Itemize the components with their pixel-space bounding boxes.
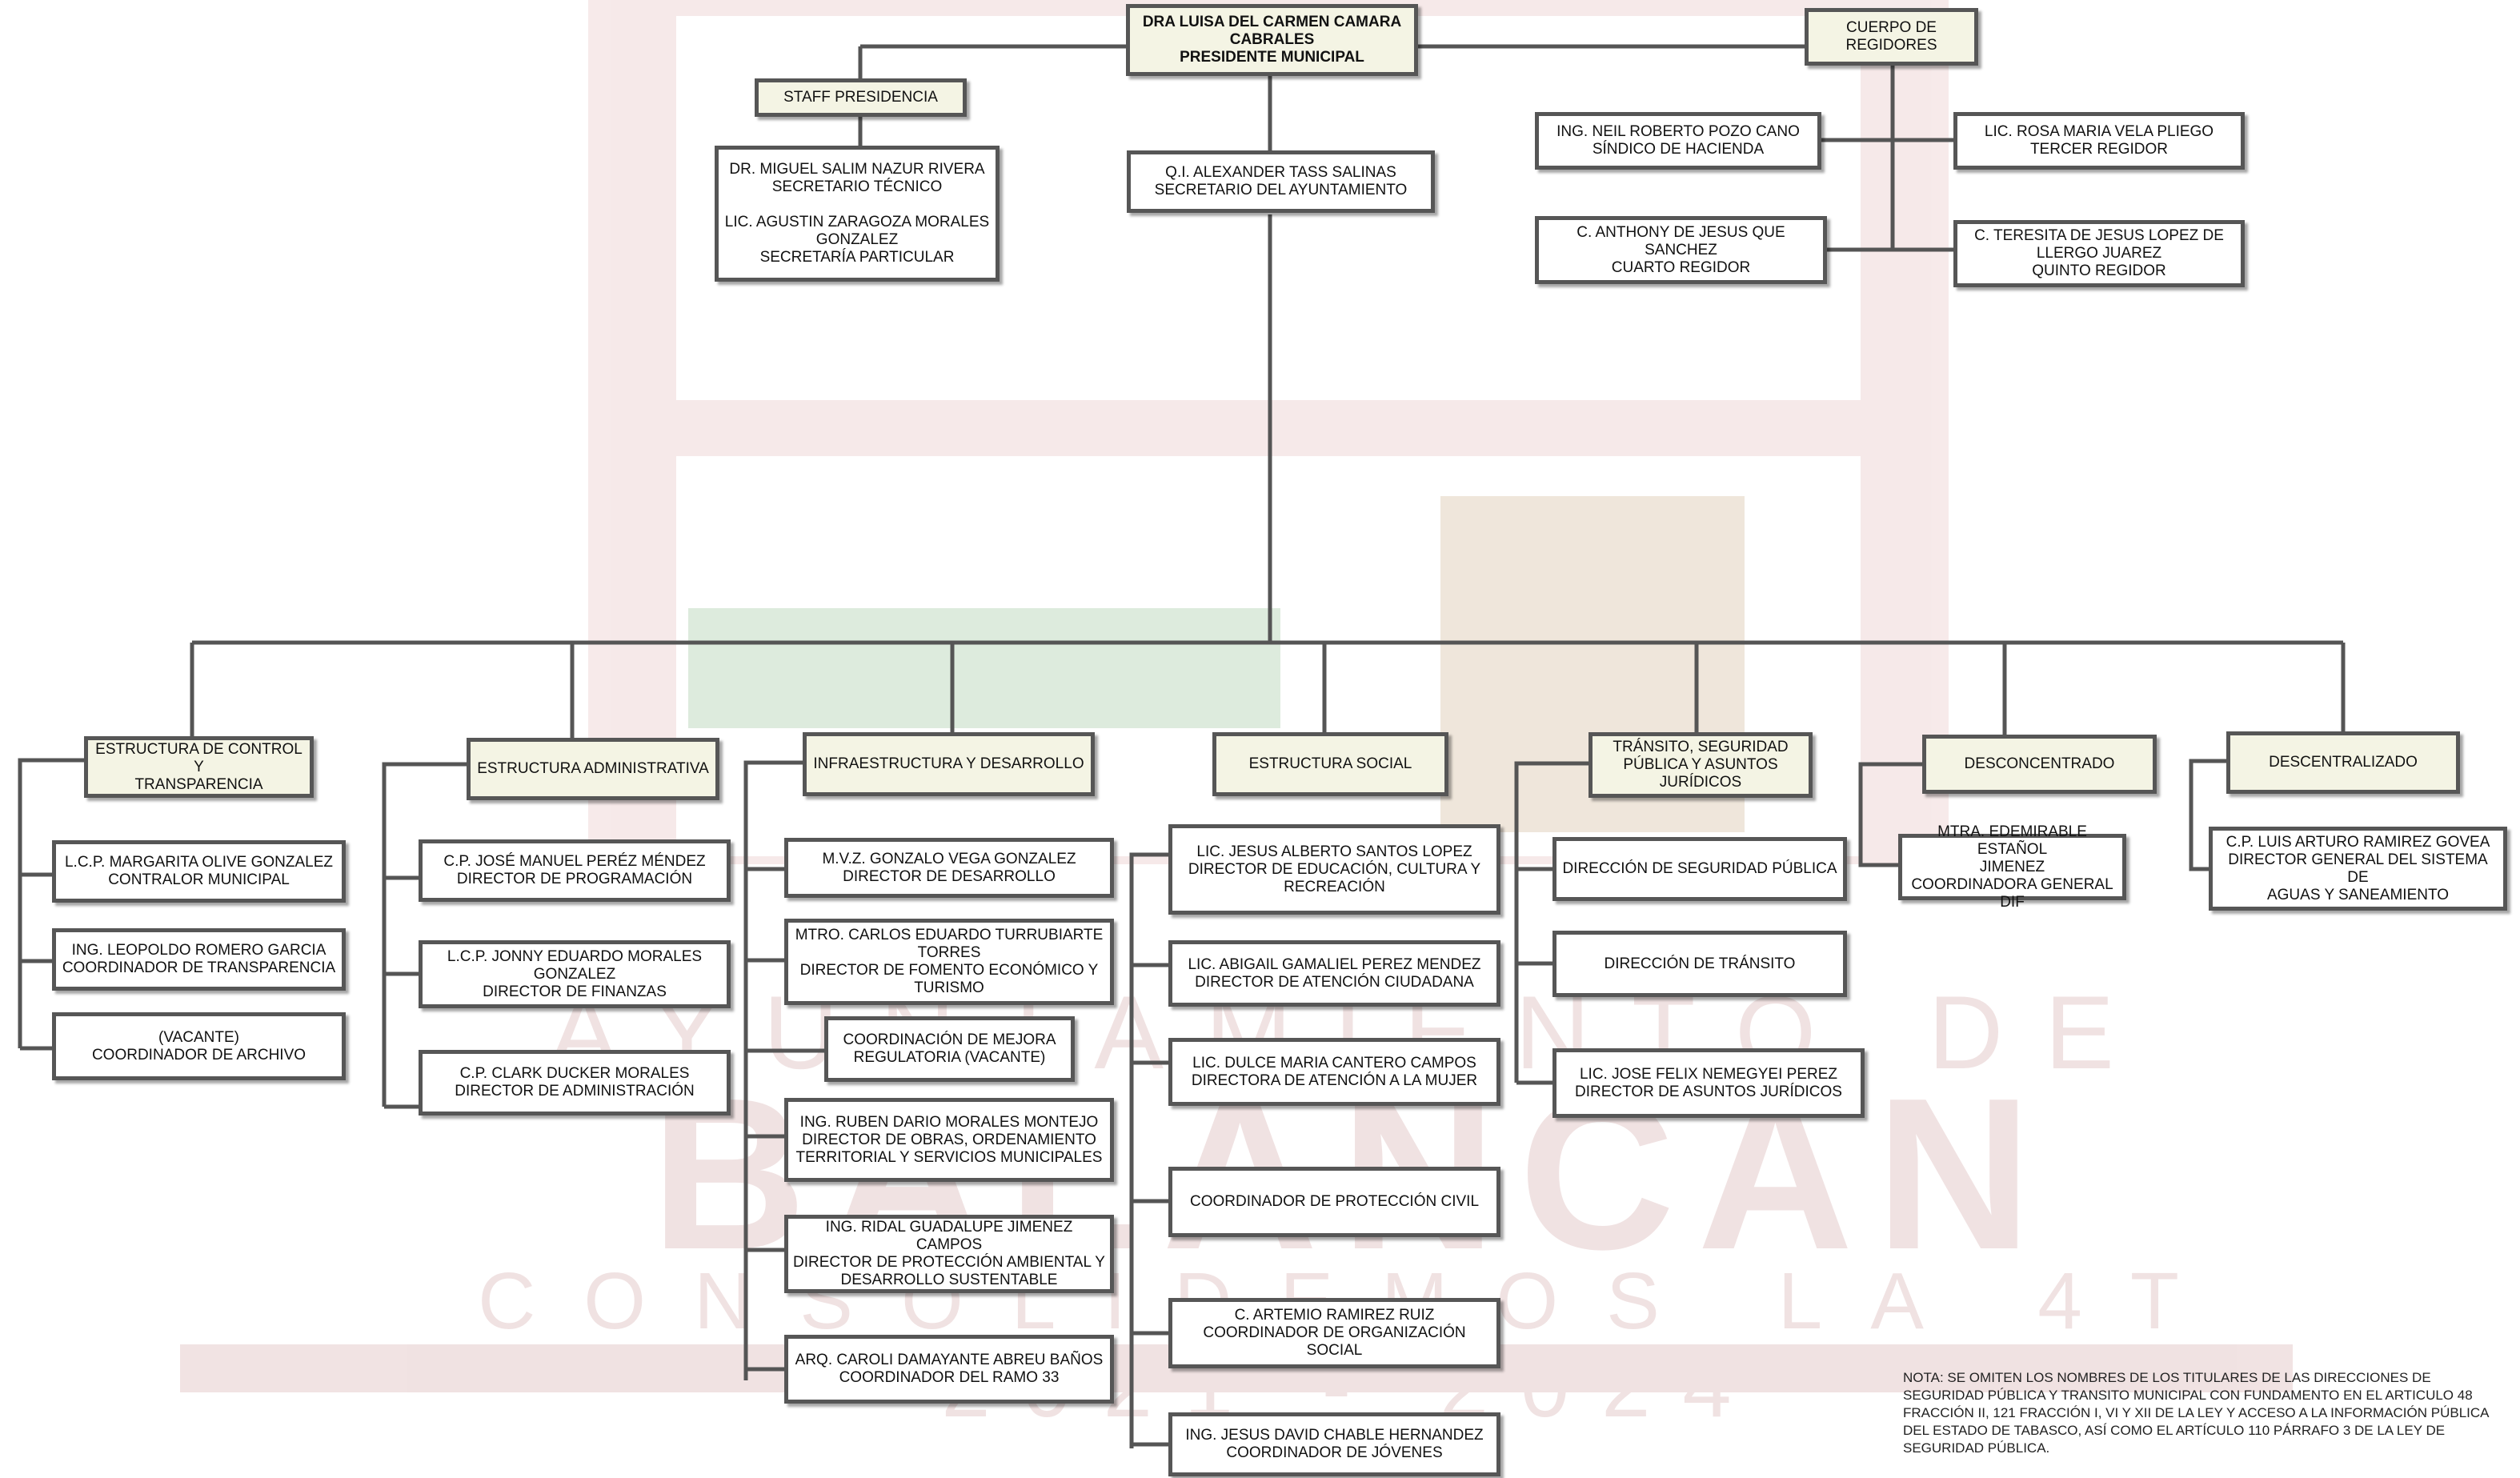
member-label: C. ARTEMIO RAMIREZ RUIZ COORDINADOR DE O… [1203,1307,1466,1359]
member-label: ING. JESUS DAVID CHABLE HERNANDEZ COORDI… [1185,1427,1484,1461]
descentralizado-member-box: C.P. LUIS ARTURO RAMIREZ GOVEA DIRECTOR … [2209,827,2507,911]
branch-header-descentralizado: DESCENTRALIZADO [2226,731,2460,794]
transito-member-box: DIRECCIÓN DE SEGURIDAD PÚBLICA [1552,837,1847,901]
member-label: DIRECCIÓN DE TRÁNSITO [1604,955,1796,972]
transito-member-box: LIC. JOSE FELIX NEMEGYEI PEREZ DIRECTOR … [1552,1048,1865,1118]
control-member-box: (VACANTE) COORDINADOR DE ARCHIVO [52,1012,346,1080]
staff-members-label: DR. MIGUEL SALIM NAZUR RIVERA SECRETARIO… [724,161,990,266]
branch-header-label: INFRAESTRUCTURA Y DESARROLLO [813,755,1084,772]
member-label: ARQ. CAROLI DAMAYANTE ABREU BAÑOS COORDI… [795,1352,1104,1386]
regidores-header-box: CUERPO DE REGIDORES [1805,8,1978,66]
control-member-box: L.C.P. MARGARITA OLIVE GONZALEZ CONTRALO… [52,840,346,903]
branch-header-label: DESCONCENTRADO [1964,755,2115,772]
member-label: L.C.P. JONNY EDUARDO MORALES GONZALEZ DI… [447,947,703,1000]
member-label: (VACANTE) COORDINADOR DE ARCHIVO [91,1028,306,1063]
member-label: L.C.P. MARGARITA OLIVE GONZALEZ CONTRALO… [64,854,334,888]
member-label: ING. RUBEN DARIO MORALES MONTEJO DIRECTO… [795,1113,1103,1166]
branch-header-label: DESCENTRALIZADO [2269,754,2418,771]
president-box: DRA LUISA DEL CARMEN CAMARA CABRALES PRE… [1126,4,1418,76]
member-label: COORDINADOR DE PROTECCIÓN CIVIL [1189,1193,1480,1210]
regidor-box-2: LIC. ROSA MARIA VELA PLIEGO TERCER REGID… [1953,112,2245,170]
regidor-box-4: C. TERESITA DE JESUS LOPEZ DE LLERGO JUA… [1953,220,2245,287]
infraestructura-member-box: M.V.Z. GONZALO VEGA GONZALEZ DIRECTOR DE… [784,838,1114,898]
member-label: MTRA. EDEMIRABLE ESTAÑOL JIMENEZ COORDIN… [1911,823,2113,911]
branch-header-control: ESTRUCTURA DE CONTROL Y TRANSPARENCIA [84,736,314,798]
regidores-header-label: CUERPO DE REGIDORES [1845,19,1937,54]
social-member-box: ING. JESUS DAVID CHABLE HERNANDEZ COORDI… [1168,1412,1500,1476]
desconcentrado-member-box: MTRA. EDEMIRABLE ESTAÑOL JIMENEZ COORDIN… [1898,823,2126,911]
transito-member-box: DIRECCIÓN DE TRÁNSITO [1552,931,1847,997]
branch-header-desconcentrado: DESCONCENTRADO [1922,735,2157,794]
infraestructura-member-box: ING. RIDAL GUADALUPE JIMENEZ CAMPOS DIRE… [784,1215,1114,1293]
social-member-box: COORDINADOR DE PROTECCIÓN CIVIL [1168,1167,1500,1237]
regidor-label: C. ANTHONY DE JESUS QUE SANCHEZ CUARTO R… [1577,223,1785,276]
regidor-box-3: C. ANTHONY DE JESUS QUE SANCHEZ CUARTO R… [1535,216,1827,284]
regidor-box-1: ING. NEIL ROBERTO POZO CANO SÍNDICO DE H… [1535,112,1821,170]
social-member-box: C. ARTEMIO RAMIREZ RUIZ COORDINADOR DE O… [1168,1298,1500,1368]
regidor-label: LIC. ROSA MARIA VELA PLIEGO TERCER REGID… [1984,123,2214,158]
member-label: ING. LEOPOLDO ROMERO GARCIA COORDINADOR … [62,942,336,976]
legal-note: NOTA: SE OMITEN LOS NOMBRES DE LOS TITUL… [1903,1370,2489,1456]
branch-header-label: ESTRUCTURA DE CONTROL Y TRANSPARENCIA [95,740,302,793]
branch-header-administrativa: ESTRUCTURA ADMINISTRATIVA [467,738,719,800]
member-label: DIRECCIÓN DE SEGURIDAD PÚBLICA [1562,860,1837,877]
member-label: M.V.Z. GONZALO VEGA GONZALEZ DIRECTOR DE… [822,850,1076,885]
secretario-box: Q.I. ALEXANDER TASS SALINAS SECRETARIO D… [1127,150,1435,213]
branch-header-label: TRÁNSITO, SEGURIDAD PÚBLICA Y ASUNTOS JU… [1613,739,1789,791]
member-label: C.P. CLARK DUCKER MORALES DIRECTOR DE AD… [455,1065,695,1099]
member-label: MTRO. CARLOS EDUARDO TURRUBIARTE TORRES … [795,927,1104,996]
staff-members-box: DR. MIGUEL SALIM NAZUR RIVERA SECRETARIO… [715,146,1000,282]
member-label: LIC. JESUS ALBERTO SANTOS LOPEZ DIRECTOR… [1188,843,1481,895]
president-label: DRA LUISA DEL CARMEN CAMARA CABRALES PRE… [1142,14,1402,66]
infraestructura-member-box: COORDINACIÓN DE MEJORA REGULATORIA (VACA… [824,1016,1075,1082]
infraestructura-member-box: ING. RUBEN DARIO MORALES MONTEJO DIRECTO… [784,1098,1114,1182]
staff-header-box: STAFF PRESIDENCIA [755,78,967,117]
branch-header-infraestructura: INFRAESTRUCTURA Y DESARROLLO [803,732,1095,796]
secretario-label: Q.I. ALEXANDER TASS SALINAS SECRETARIO D… [1154,164,1408,198]
administrativa-member-box: C.P. JOSÉ MANUEL PERÉZ MÉNDEZ DIRECTOR D… [419,839,731,902]
control-member-box: ING. LEOPOLDO ROMERO GARCIA COORDINADOR … [52,928,346,991]
member-label: ING. RIDAL GUADALUPE JIMENEZ CAMPOS DIRE… [793,1219,1105,1288]
infraestructura-member-box: MTRO. CARLOS EDUARDO TURRUBIARTE TORRES … [784,919,1114,1005]
infraestructura-member-box: ARQ. CAROLI DAMAYANTE ABREU BAÑOS COORDI… [784,1335,1114,1404]
member-label: C.P. JOSÉ MANUEL PERÉZ MÉNDEZ DIRECTOR D… [443,853,706,887]
administrativa-member-box: L.C.P. JONNY EDUARDO MORALES GONZALEZ DI… [419,940,731,1008]
staff-header-label: STAFF PRESIDENCIA [783,89,938,106]
member-label: COORDINACIÓN DE MEJORA REGULATORIA (VACA… [843,1031,1056,1066]
branch-header-social: ESTRUCTURA SOCIAL [1212,732,1448,796]
member-label: LIC. JOSE FELIX NEMEGYEI PEREZ DIRECTOR … [1575,1065,1842,1100]
social-member-box: LIC. DULCE MARIA CANTERO CAMPOS DIRECTOR… [1168,1038,1500,1106]
regidor-label: C. TERESITA DE JESUS LOPEZ DE LLERGO JUA… [1974,227,2224,279]
regidor-label: ING. NEIL ROBERTO POZO CANO SÍNDICO DE H… [1556,123,1800,158]
branch-header-label: ESTRUCTURA ADMINISTRATIVA [477,760,709,777]
administrativa-member-box: C.P. CLARK DUCKER MORALES DIRECTOR DE AD… [419,1050,731,1116]
social-member-box: LIC. JESUS ALBERTO SANTOS LOPEZ DIRECTOR… [1168,824,1500,915]
branch-header-label: ESTRUCTURA SOCIAL [1248,755,1412,772]
social-member-box: LIC. ABIGAIL GAMALIEL PEREZ MENDEZ DIREC… [1168,940,1500,1007]
branch-header-transito: TRÁNSITO, SEGURIDAD PÚBLICA Y ASUNTOS JU… [1589,732,1813,798]
member-label: LIC. DULCE MARIA CANTERO CAMPOS DIRECTOR… [1191,1054,1478,1089]
member-label: LIC. ABIGAIL GAMALIEL PEREZ MENDEZ DIREC… [1188,955,1481,991]
member-label: C.P. LUIS ARTURO RAMIREZ GOVEA DIRECTOR … [2226,833,2490,903]
